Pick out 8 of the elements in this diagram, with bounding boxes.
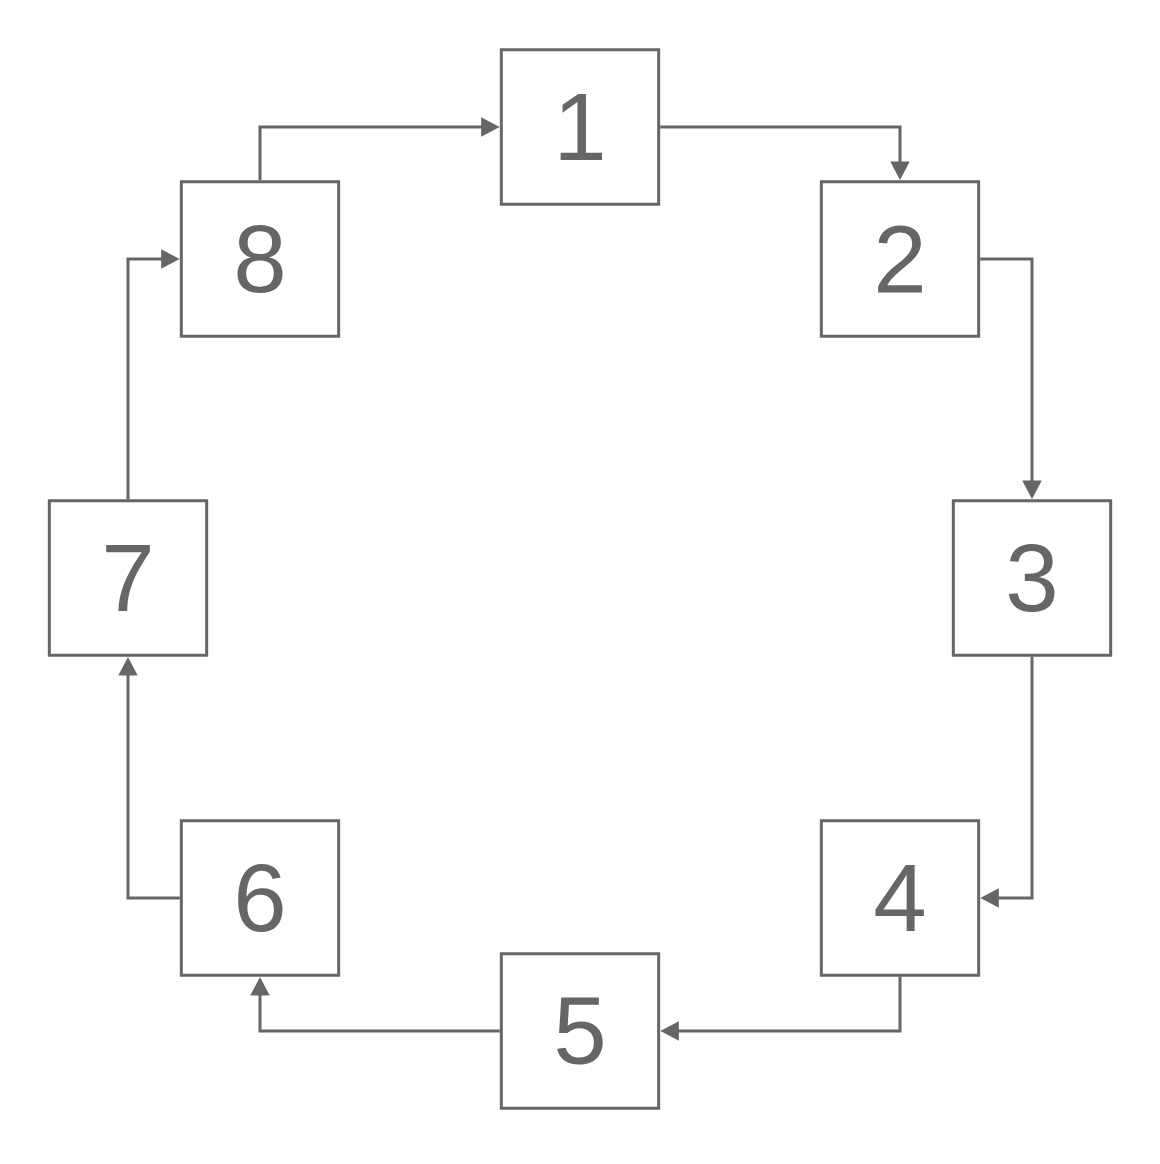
number-box: 4	[819, 819, 981, 977]
number-box: 8	[179, 180, 341, 338]
number-box: 2	[819, 180, 981, 338]
number-box: 6	[179, 819, 341, 977]
number-box: 5	[499, 952, 661, 1110]
number-box: 3	[951, 499, 1113, 657]
number-box: 7	[47, 499, 209, 657]
number-box: 1	[499, 48, 661, 206]
